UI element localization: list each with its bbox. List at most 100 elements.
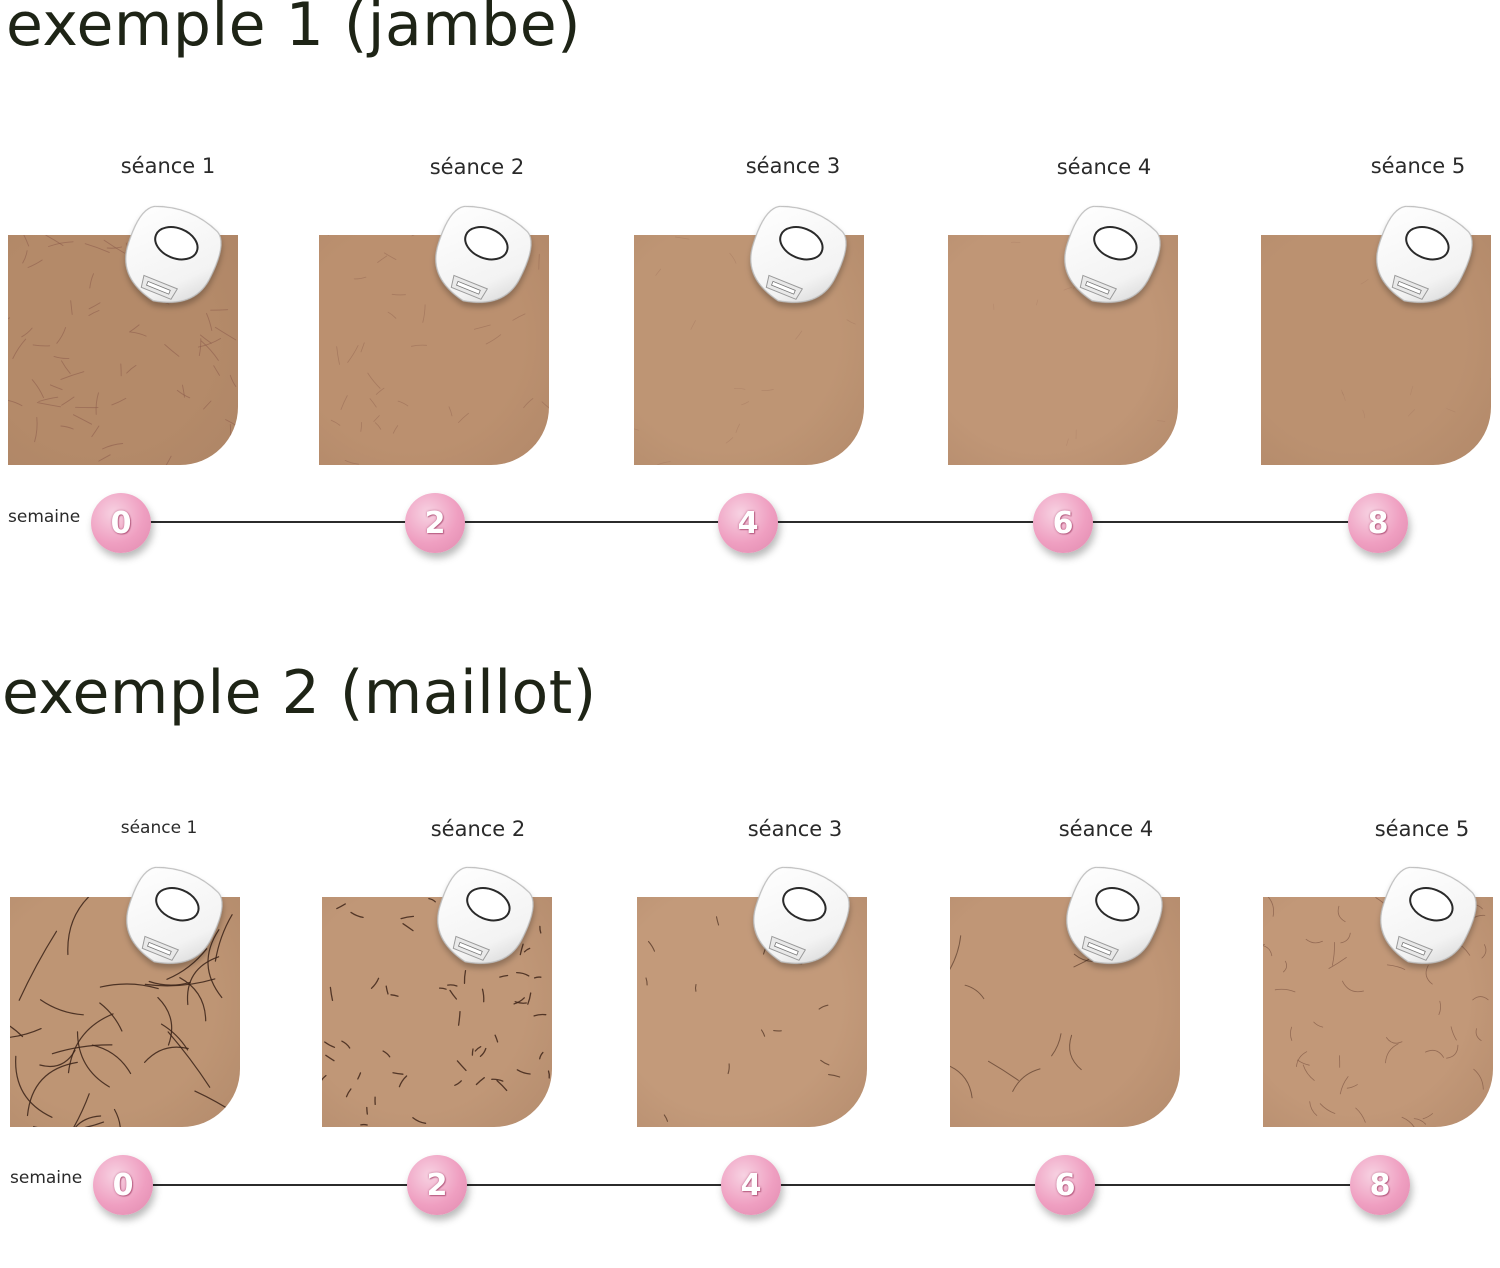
hair-strand [162,1024,188,1050]
hair-strand [500,976,508,978]
hair-strand [50,385,62,390]
hair-strand [1275,989,1295,992]
hair-strand [540,1053,543,1059]
hair-strand [1303,1065,1314,1081]
hair-strand [368,373,380,388]
hair-strand [331,420,340,425]
hair-strand [145,979,215,986]
hair-strand [28,260,42,268]
hair-strand [198,339,220,348]
hair-strand [8,400,22,406]
example-1-section: exemple 1 (jambe) séance 1 séance 2 séan… [0,0,1500,600]
ipl-device-icon [107,865,235,975]
hair-strand [168,1032,210,1087]
hair-strand [403,924,413,931]
week-marker-8: 8 [1348,493,1408,553]
hair-strand [1013,1069,1040,1092]
hair-strand [1386,1038,1402,1044]
hair-strand [325,1042,335,1047]
hair-strand [99,455,110,461]
hair-strand [131,332,147,336]
hair-strand [33,345,50,346]
hair-strand [78,1032,110,1087]
hair-strand [73,415,91,425]
hair-strand [1481,1119,1492,1127]
hair-strand [71,301,73,315]
hair-strand [1411,386,1413,395]
hair-strand [1490,379,1491,385]
hair-strand [54,356,69,358]
hair-strand [388,312,396,318]
hair-strand [1265,897,1273,916]
hair-strand [1338,906,1345,921]
hair-strand [127,365,136,373]
hair-strand [401,916,413,918]
hair-strand [475,1047,480,1051]
hair-strand [1451,1027,1456,1040]
hair-strand [742,402,749,405]
hair-strand [1414,1119,1425,1125]
hair-strand [458,413,468,422]
hair-strand [39,397,58,401]
week-marker-6: 6 [1033,493,1093,553]
week-marker-6: 6 [1035,1155,1095,1215]
hair-strand [230,375,236,386]
hair-strand [399,1076,406,1087]
hair-strand [378,256,387,263]
hair-strand [386,986,388,994]
hair-strand [411,345,426,346]
hair-strand [1356,1108,1366,1122]
hair-strand [1329,957,1347,968]
hair-strand [474,325,490,329]
ipl-device-icon [1047,865,1175,975]
hair-strand [34,1122,104,1127]
hair-strand [392,294,405,295]
hair-strand [103,444,123,449]
hair-strand [347,1089,351,1097]
hair-strand [1439,1001,1441,1014]
hair-strand [1298,1060,1310,1065]
hair-strand [230,424,231,448]
hair-strand [691,321,696,330]
hair-strand [354,277,366,279]
week-marker-4: 4 [721,1155,781,1215]
hair-strand [657,462,670,465]
hair-strand [472,1049,473,1055]
hair-strand [341,396,347,410]
hair-strand [495,1035,498,1042]
hair-strand [32,380,43,398]
hair-strand [92,426,99,437]
hair-strand [1342,981,1363,992]
hair-strand [656,269,661,275]
session-label-1: séance 1 [121,154,216,178]
hair-strand [342,1041,350,1048]
hair-strand [989,1061,1019,1080]
hair-strand [726,438,733,444]
hair-strand [69,1014,114,1073]
hair-strand [1037,300,1038,305]
week-marker-4: 4 [718,493,778,553]
hair-strand [37,403,60,407]
hair-strand [646,978,647,985]
hair-strand [204,401,211,409]
hair-strand [1342,390,1344,395]
ipl-device-icon [1357,204,1485,314]
hair-strand [337,347,340,365]
hair-strand [90,274,94,288]
hair-strand [513,314,525,320]
hair-strand [35,417,38,441]
hair-strand [370,399,376,408]
hair-strand [195,1091,238,1115]
hair-strand [215,327,235,340]
week-label: semaine [8,507,80,527]
hair-strand [1067,439,1069,446]
hair-strand [92,1045,130,1073]
hair-strand [68,897,105,955]
hair-strand [819,1005,828,1009]
hair-strand [348,346,358,363]
hair-strand [322,1076,326,1081]
hair-strand [950,936,961,977]
hair-strand [112,1110,120,1128]
hair-strand [374,416,380,422]
hair-strand [214,366,220,376]
